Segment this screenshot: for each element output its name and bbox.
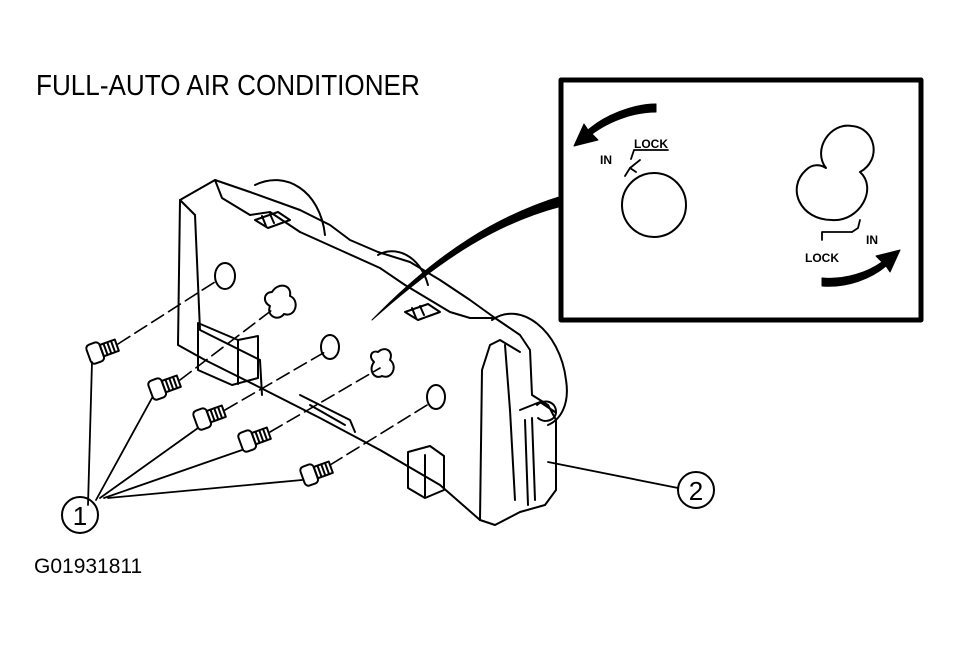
screw-2 bbox=[147, 374, 182, 401]
left-in-label: IN bbox=[600, 153, 612, 167]
inset-left-knob: LOCK IN bbox=[573, 103, 687, 238]
screw-4 bbox=[237, 426, 272, 453]
callout-1: 1 bbox=[61, 496, 99, 534]
callout-2-number: 2 bbox=[689, 476, 703, 506]
inset-right-knob: LOCK IN bbox=[795, 124, 901, 287]
right-lock-label: LOCK bbox=[805, 251, 839, 265]
control-unit bbox=[177, 179, 568, 526]
callout-1-number: 1 bbox=[73, 501, 87, 531]
callout-2: 2 bbox=[547, 461, 715, 509]
figure-id: G01931811 bbox=[34, 555, 143, 578]
right-in-label: IN bbox=[866, 233, 878, 247]
screw-group bbox=[85, 338, 334, 487]
right-rotate-arrow-icon bbox=[821, 249, 901, 287]
screw-3 bbox=[192, 404, 227, 431]
diagram-title: FULL-AUTO AIR CONDITIONER bbox=[36, 70, 420, 102]
inset-detail: LOCK IN LOCK IN bbox=[558, 77, 924, 323]
left-rotate-arrow-icon bbox=[573, 103, 657, 147]
callout-1-leaders bbox=[87, 361, 303, 506]
alignment-lines bbox=[117, 279, 433, 466]
screw-1 bbox=[85, 338, 120, 365]
screw-5 bbox=[299, 460, 334, 487]
left-lock-label: LOCK bbox=[634, 137, 668, 151]
